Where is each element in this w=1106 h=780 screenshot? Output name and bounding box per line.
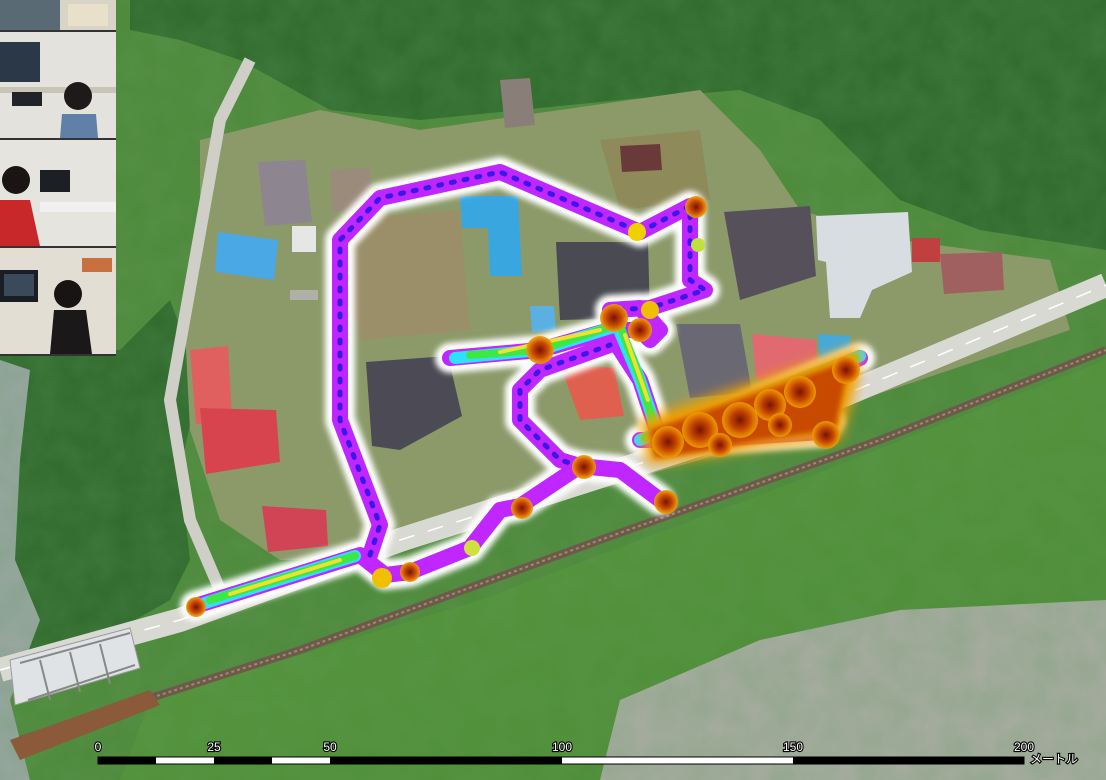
scale-tick-100: 100 [552, 740, 572, 754]
webcam-person-4 [0, 248, 116, 354]
scale-unit: メートル [1030, 752, 1078, 766]
heatmap-overlay [180, 157, 875, 621]
webcam-panel-2[interactable] [0, 32, 116, 140]
webcam-panel-3[interactable] [0, 140, 116, 248]
scale-tick-25: 25 [207, 740, 221, 754]
side-road [163, 57, 256, 593]
scale-tick-0: 0 [95, 740, 102, 754]
webcam-person-3 [0, 140, 116, 246]
webcam-person-2 [0, 32, 116, 138]
scale-bar: 0 25 50 100 150 200 メートル [94, 739, 1080, 767]
webcam-person-1 [0, 0, 116, 30]
heat-hotspots [186, 196, 860, 617]
scale-tick-200: 200 [1014, 740, 1034, 754]
bridge [9, 627, 160, 760]
buildings [190, 78, 1004, 552]
scale-tick-50: 50 [323, 740, 337, 754]
webcam-panel-1[interactable] [0, 0, 116, 32]
webcam-panel-4[interactable] [0, 248, 116, 356]
scale-tick-150: 150 [783, 740, 803, 754]
